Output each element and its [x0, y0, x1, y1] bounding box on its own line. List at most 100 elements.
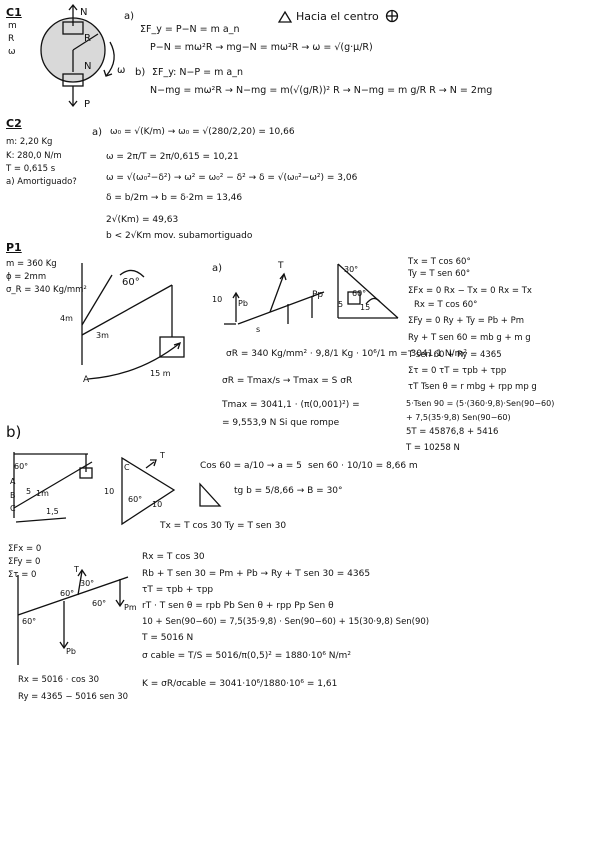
c1-part-b: b) [135, 67, 146, 78]
b-eq-1: Rx = T cos 30 [142, 552, 205, 562]
b-fig-c: C [10, 504, 16, 513]
b-eq-5: 10 + Sen(90−60) = 7,5(35·9,8) · Sen(90−6… [142, 617, 430, 627]
b-ry: Ry = 4365 − 5016 sen 30 [18, 692, 129, 702]
c1-var-r: R [8, 34, 15, 44]
c2-label: C2 [6, 117, 22, 130]
b-sen: sen 60 · 10/10 = 8,66 m [308, 461, 418, 471]
c2-line-2: ω = 2π/T = 2π/0,615 = 10,21 [106, 152, 239, 162]
p1-right-2: Ty = T sen 60° [408, 269, 471, 279]
p1-fig-len3: 15 m [150, 369, 171, 378]
c1-fig-n: N [84, 61, 92, 72]
p1-stress-2: σR = Tmax/s → Tmax = S σR [222, 376, 353, 386]
b-fig-5: 5 [26, 487, 32, 496]
p1-fig-len2: 3m [96, 331, 109, 340]
c2-part-a: a) [92, 127, 103, 138]
p1-part-a: a) [212, 263, 223, 274]
p1-right-13: T = 10258 N [406, 443, 460, 453]
b-fig2-pm: Pm [124, 603, 137, 612]
p1-given-m: m = 360 Kg [6, 259, 57, 269]
p1-fbd-ten: 10 [212, 295, 223, 304]
b-eq-left-2: ΣFy = 0 [8, 557, 41, 567]
b-tri-t: T [160, 451, 165, 460]
b-eq-left-1: ΣFx = 0 [8, 544, 42, 554]
p1-right-7: T sen 60 + Ry = 4365 [408, 350, 502, 360]
p1-right-1: Tx = T cos 60° [408, 257, 471, 267]
b-tri-60: 60° [128, 495, 143, 504]
c2-given-k: K: 280,0 N/m [6, 151, 62, 161]
c1-fig-r: R [84, 33, 91, 44]
b-tg: tg b = 5/8,66 → B = 30° [234, 486, 343, 496]
b-triangle-figure [121, 456, 176, 526]
c2-line-5: 2√(Km) = 49,63 [106, 215, 179, 225]
p1-fbd-60: 60° [352, 289, 367, 298]
p1-stress-1: σR = 340 Kg/mm² · 9,8/1 Kg · 10⁶/1 m = 3… [226, 349, 467, 359]
c1-var-m: m [8, 21, 17, 31]
p1-right-3: ΣFx = 0 Rx − Tx = 0 Rx = Tx [408, 286, 532, 296]
c2-line-6: b < 2√Km mov. subamortiguado [106, 231, 253, 241]
b-fig-1m: 1m [36, 489, 49, 498]
b-eq-4: rT · T sen θ = rpb Pb Sen θ + rpp Pp Sen… [142, 601, 334, 611]
c1-part-a: a) [124, 11, 135, 22]
p1-fbd-30: 30° [344, 265, 359, 274]
c1-line-a1: ΣF_y = P−N = m a_n [140, 24, 240, 35]
c2-given-question: a) Amortiguado? [6, 177, 77, 187]
b-rx: Rx = 5016 · cos 30 [18, 675, 100, 685]
b-eq-7: σ cable = T/S = 5016/π(0,5)² = 1880·10⁶ … [142, 651, 351, 661]
b-small-triangle [199, 482, 222, 507]
c1-fig-p: P [84, 99, 91, 110]
p1-fbd-5: 5 [338, 300, 344, 309]
c1-line-a2: P−N = mω²R → mg−N = mω²R → ω = √(g·μ/R) [150, 42, 373, 53]
p1-free-body-diagram [224, 263, 399, 325]
c1-line-b2: N−mg = mω²R → N−mg = m(√(g/R))² R → N−mg… [150, 85, 493, 96]
circle-plus-icon [385, 9, 399, 23]
p1-fig-a: A [83, 375, 90, 385]
p1-fig-len1: 4m [60, 314, 73, 323]
p1-right-8: Στ = 0 τT = τpb + τpp [408, 366, 507, 376]
c2-line-3: ω = √(ω₀²−δ²) → ω² = ω₀² − δ² → δ = √(ω₀… [106, 173, 358, 183]
c1-var-w: ω [8, 47, 16, 57]
c2-given-t: T = 0,615 s [6, 164, 56, 174]
b-fig2-60c: 60° [92, 599, 107, 608]
b-eq-left-3: Στ = 0 [8, 570, 37, 580]
p1-fbd-t: T [278, 261, 284, 271]
p1-fig-angle: 60° [122, 277, 140, 288]
c1-heading: Hacia el centro [296, 10, 379, 23]
b-fig-15: 1,5 [46, 507, 59, 516]
b-beam-figure [13, 452, 93, 523]
b-fig2-60: 60° [60, 589, 75, 598]
triangle-icon [277, 10, 293, 23]
b-tri-10a: 10 [104, 487, 115, 496]
p1-stress-3: Tmax = 3041,1 · (π(0,001)²) = [222, 400, 360, 410]
p1-right-4: Rx = T cos 60° [414, 300, 478, 310]
b-cos: Cos 60 = a/10 → a = 5 [200, 461, 302, 471]
b-fig-b: B [10, 491, 16, 500]
c1-fig-n-top: N [80, 7, 88, 18]
c1-circle-figure [40, 3, 115, 108]
b-label: b) [6, 423, 22, 441]
b-txty: Tx = T cos 30 Ty = T sen 30 [160, 521, 287, 531]
p1-right-5: ΣFy = 0 Ry + Ty = Pb + Pm [408, 316, 525, 326]
b-fig-a: A [10, 477, 16, 486]
p1-crane-figure [81, 263, 185, 380]
c2-line-4: δ = b/2m → b = δ·2m = 13,46 [106, 193, 243, 203]
p1-fbd-s: s [256, 325, 261, 334]
p1-given-phi: ϕ = 2mm [6, 272, 47, 282]
b-tri-10b: 10 [152, 500, 163, 509]
p1-right-11: + 7,5(35·9,8) Sen(90−60) [406, 413, 511, 422]
c1-fig-w: ω [117, 65, 126, 76]
p1-label: P1 [6, 241, 22, 254]
p1-given-sigma: σ_R = 340 Kg/mm² [6, 285, 87, 295]
b-fig2-pb: Pb [66, 647, 76, 656]
b-force-figure [17, 568, 129, 665]
b-fig2-t: T [74, 565, 79, 574]
p1-right-12: 5T = 45876,8 + 5416 [406, 427, 499, 437]
b-eq-3: τT = τpb + τpp [142, 585, 214, 595]
p1-fbd-pb: Pb [238, 299, 248, 308]
p1-stress-4: = 9,553,9 N Si que rompe [222, 418, 340, 428]
p1-fbd-pp: Pp [312, 290, 324, 300]
b-fig-60: 60° [14, 462, 29, 471]
c2-given-m: m: 2,20 Kg [6, 137, 53, 147]
p1-right-9: τT Tsen θ = r mbg + rpp mp g [408, 382, 537, 392]
b-fig2-30: 30° [80, 579, 95, 588]
